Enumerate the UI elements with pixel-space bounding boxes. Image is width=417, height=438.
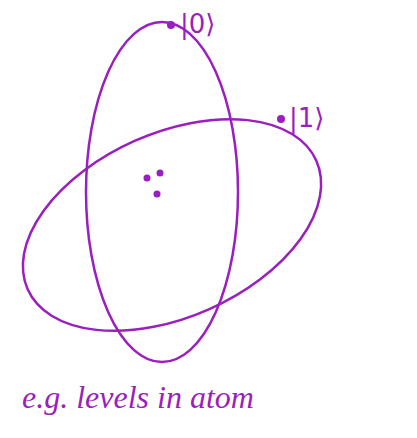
orbit [86,22,238,362]
nucleus-dot [144,175,151,182]
state-label: |0⟩ [180,10,215,39]
orbit [0,77,354,374]
level-dot [277,115,285,123]
state-label: |1⟩ [289,104,324,133]
nucleus-dot [154,191,161,198]
level-dot [167,21,175,29]
caption: e.g. levels in atom [22,380,254,415]
nucleus-dot [157,170,164,177]
